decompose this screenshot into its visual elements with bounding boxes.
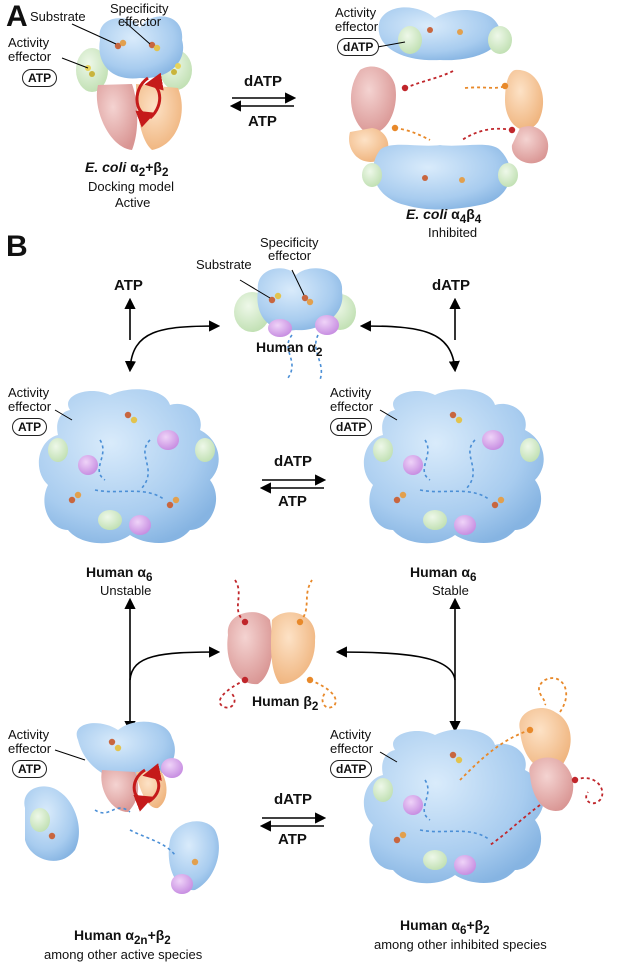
eq-label-atp: ATP [278, 493, 307, 510]
beta-orange-shape [136, 84, 182, 150]
datp-badge: dATP [330, 760, 373, 778]
hub-label-atp: ATP [114, 277, 143, 294]
alpha-subunit-shape [257, 268, 343, 331]
activity-label-line2: effector [8, 49, 52, 64]
activity-label-line1: Activity [8, 35, 50, 50]
equilibrium-arrows-b-bottom [259, 812, 327, 832]
human-a2-structure [234, 268, 356, 381]
hub-label-datp: dATP [432, 277, 471, 294]
substrate-label: Substrate [30, 9, 86, 24]
alpha-subunit-shape [99, 16, 184, 79]
beta-red-shape [227, 612, 273, 685]
activity-label-line1: Activity [335, 5, 377, 20]
eq-label-datp: dATP [274, 791, 313, 808]
specificity-label-line1: Specificity [260, 235, 319, 250]
pointer-line [124, 21, 151, 45]
curved-arrow [135, 76, 156, 128]
alpha-subunit-shape [378, 7, 501, 61]
ecoli-a4b4-structure [349, 7, 549, 210]
human-a6-b2-structure [363, 677, 604, 884]
alpha-hexamer-shape [363, 729, 544, 884]
substrate-label: Substrate [196, 257, 252, 272]
caption-human-a2n-b2: Human α2n+β2 [74, 927, 171, 947]
specificity-label-line2: effector [268, 248, 312, 263]
caption-human-a2n-b2-line2: among other active species [44, 947, 203, 962]
activity-label-line1: Activity [8, 727, 50, 742]
activity-label-line2: effector [330, 741, 374, 756]
specificity-label-line1: Specificity [110, 1, 169, 16]
caption-human-a6-b2-line2: among other inhibited species [374, 937, 547, 952]
caption-human-a6-unstable: Human α6 [86, 564, 153, 584]
green-effector-domain [76, 48, 108, 92]
activity-label-line1: Activity [330, 727, 372, 742]
activity-label-line2: effector [335, 19, 379, 34]
human-a6-unstable-structure [38, 389, 219, 544]
alpha-subunit-shape [373, 144, 511, 210]
eq-label-atp: ATP [248, 113, 277, 130]
pointer-line [61, 57, 89, 69]
activity-label-line1: Activity [8, 385, 50, 400]
caption-ecoli-a2b2-line3: Active [115, 195, 151, 210]
hub-arrows-top [124, 297, 461, 373]
eq-label-datp: dATP [274, 453, 313, 470]
pointer-line [71, 23, 117, 45]
panel-label-b: B [6, 230, 28, 263]
human-b2-structure [218, 579, 337, 709]
curved-arrow [144, 72, 164, 120]
panel-label-a: A [6, 0, 28, 33]
activity-label-line2: effector [330, 399, 374, 414]
beta-orange-shape [270, 612, 316, 684]
atp-badge: ATP [22, 69, 58, 87]
datp-badge: dATP [330, 418, 373, 436]
beta-orange-shape [505, 69, 544, 130]
equilibrium-arrows-a [229, 92, 297, 112]
caption-human-a2: Human α2 [256, 339, 323, 359]
atp-badge: ATP [12, 418, 48, 436]
human-a2n-b2-structure [24, 721, 219, 894]
activity-label-line2: effector [8, 399, 52, 414]
beta-red-shape [96, 84, 138, 150]
alpha-hexamer-shape [363, 389, 544, 544]
equilibrium-arrows-b-middle [259, 474, 327, 494]
caption-human-a6-b2: Human α6+β2 [400, 917, 490, 937]
caption-human-a6-stable: Human α6 [410, 564, 477, 584]
caption-ecoli-a4b4: E. coli α4β4 [406, 206, 482, 226]
eq-label-atp: ATP [278, 831, 307, 848]
activity-label-line1: Activity [330, 385, 372, 400]
caption-ecoli-a2b2-line2: Docking model [88, 179, 174, 194]
alpha-hexamer-shape [38, 389, 219, 544]
caption-human-a6-unstable-line2: Unstable [100, 583, 152, 598]
eq-label-datp: dATP [244, 73, 283, 90]
caption-ecoli-a4b4-line2: Inhibited [428, 225, 478, 240]
datp-badge: dATP [337, 38, 380, 56]
beta-red-shape [511, 126, 549, 164]
atp-badge: ATP [12, 760, 48, 778]
beta-red-shape [350, 66, 396, 134]
caption-human-a6-stable-line2: Stable [432, 583, 469, 598]
caption-human-b2: Human β2 [252, 693, 319, 713]
caption-ecoli-a2b2: E. coli α2+β2 [85, 159, 169, 179]
ecoli-a2b2-structure [61, 16, 192, 150]
specificity-label-line2: effector [118, 14, 162, 29]
hub-arrows-bottom [124, 597, 461, 733]
human-a6-stable-structure [363, 389, 544, 544]
activity-label-line2: effector [8, 741, 52, 756]
